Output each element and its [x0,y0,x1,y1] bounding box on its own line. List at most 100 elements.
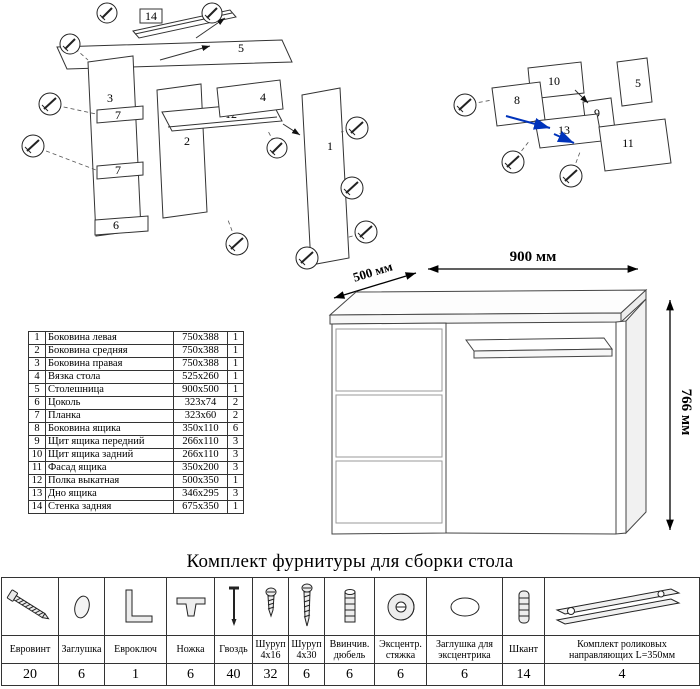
screw-callout [266,137,288,159]
part-number: 9 [28,435,46,449]
cap-plug-icon [73,595,90,618]
hardware-qty: 6 [166,663,215,686]
part-middle-side: 2 [156,83,208,219]
part-number: 12 [28,474,46,488]
part-label-1: 1 [327,139,333,153]
part-name: Боковина правая [45,357,174,371]
part-plank-bottom: 7 [96,161,144,180]
screw-callout [225,232,249,256]
part-number: 2 [28,344,46,358]
screw-callout [453,93,477,117]
part-qty: 1 [227,500,244,514]
hardware-name: Шкант [502,635,545,664]
part-size: 350x110 [173,422,228,436]
part-qty: 2 [227,396,244,410]
part-size: 750x388 [173,357,228,371]
part-label-14: 14 [145,9,157,23]
part-number: 7 [28,409,46,423]
hardware-qty: 14 [502,663,545,686]
part-label-4: 4 [260,90,266,104]
part-qty: 6 [227,422,244,436]
part-label-3: 3 [107,91,113,105]
part-size: 675x350 [173,500,228,514]
part-number: 3 [28,357,46,371]
hardware-icon-cell [214,577,253,636]
part-tie-panel: 4 [216,79,284,118]
hardware-kit-title: Комплект фурнитуры для сборки стола [186,551,514,572]
part-left-side: 3 [87,55,142,237]
screw-callout [345,116,369,140]
screw-callout [559,164,583,188]
hardware-names-row: Евровинт Заглушка Евроключ Ножка Гвоздь … [1,635,700,664]
hardware-name: Гвоздь [214,635,253,664]
hardware-icon-cell [252,577,289,636]
part-qty: 1 [227,344,244,358]
hardware-name: Шуруп 4x16 [252,635,289,664]
hardware-qty: 1 [104,663,167,686]
part-name: Планка [45,409,174,423]
part-number: 4 [28,370,46,384]
screw-callout [201,2,223,24]
nail-icon [228,586,239,626]
part-number: 5 [28,383,46,397]
part-plank-top: 7 [96,105,144,124]
hardware-icon-cell [544,577,700,636]
hardware-icon-cell [1,577,59,636]
hardware-name: Ножка [166,635,215,664]
part-label-13: 13 [558,123,570,137]
screw-4x30-icon [301,583,312,626]
hardware-icon-cell [104,577,167,636]
hardware-name: Евроключ [104,635,167,664]
part-name: Цоколь [45,396,174,410]
part-number: 10 [28,448,46,462]
screw-callout [21,134,45,158]
leg-icon [176,597,205,616]
part-label-5r: 5 [635,76,641,90]
part-qty: 1 [227,474,244,488]
dimension-width: 900 мм [428,249,638,273]
hardware-icon-cell [426,577,503,636]
part-qty: 2 [227,409,244,423]
part-qty: 3 [227,435,244,449]
euro-screw-icon [6,589,50,619]
part-label-7b: 7 [115,163,121,177]
hardware-name: Евровинт [1,635,59,664]
hardware-qty: 6 [426,663,503,686]
dimension-height-label: 766 мм [678,389,694,436]
hardware-icon-cell [374,577,427,636]
hardware-name: Шуруп 4x30 [288,635,325,664]
hardware-name: Ввинчив. дюбель [324,635,375,664]
part-size: 323x60 [173,409,228,423]
part-number: 1 [28,331,46,345]
part-label-2: 2 [184,134,190,148]
drawer-front-3 [335,460,443,524]
dimension-height: 766 мм [666,300,694,530]
hardware-name: Комплект роликовых направляющих L=350мм [544,635,700,664]
part-name: Столешница [45,383,174,397]
part-number: 13 [28,487,46,501]
dowel-icon [518,590,529,623]
cam-cover-icon [450,597,479,616]
part-label-8: 8 [514,93,520,107]
part-size: 266x110 [173,448,228,462]
screw-dowel-icon [344,588,355,622]
part-name: Вязка стола [45,370,174,384]
dimension-depth-label: 500 мм [351,259,394,285]
part-number: 11 [28,461,46,475]
part-qty: 1 [227,383,244,397]
screw-callout [59,33,81,55]
part-name: Полка выкатная [45,474,174,488]
assembled-desk-drawing: 900 мм 500 мм 766 мм [328,249,694,535]
part-label-5: 5 [238,41,244,55]
